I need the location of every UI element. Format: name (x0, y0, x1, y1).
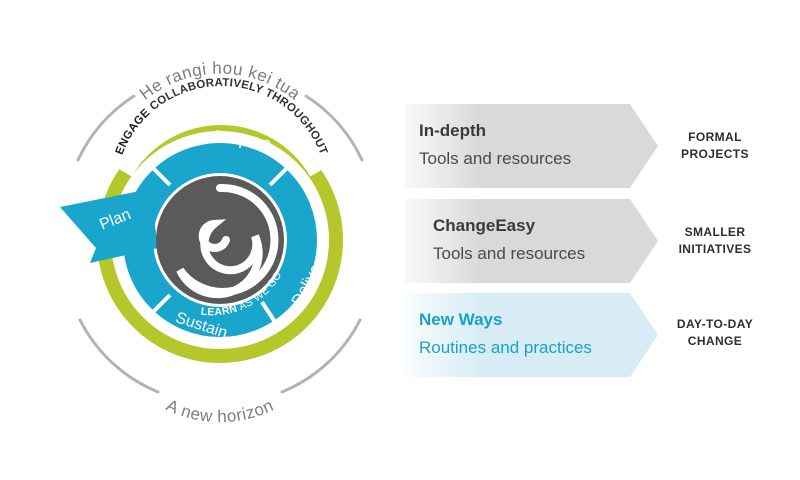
change-cycle-wheel: He rangi hou kei tua A new horizon ENGAG… (60, 59, 364, 427)
approach-in-depth: In-depth Tools and resources (405, 104, 660, 188)
approach-changeeasy: ChangeEasy Tools and resources (405, 199, 660, 283)
outer-arc-bottom-right (280, 318, 362, 394)
scale-label-day-to-day-change: DAY-TO-DAY CHANGE (660, 316, 770, 350)
scale-line-1: FORMAL (688, 130, 742, 144)
scale-line-2: PROJECTS (681, 147, 749, 161)
arrow-shape (405, 293, 658, 377)
approach-subtitle: Tools and resources (419, 149, 572, 168)
separator-deliver-sustain (260, 300, 277, 324)
scale-line-1: SMALLER (684, 225, 746, 239)
scale-line-2: INITIATIVES (678, 242, 752, 256)
approach-title: New Ways (419, 310, 503, 329)
separator-plan-prepare (151, 166, 172, 187)
separator-prepare-deliver (268, 166, 289, 187)
scale-label-formal-projects: FORMAL PROJECTS (660, 129, 770, 163)
scale-line-1: DAY-TO-DAY (676, 317, 754, 331)
outer-arc-bottom-left (78, 318, 160, 394)
outer-arc-top-right (304, 94, 364, 162)
approach-subtitle: Tools and resources (433, 244, 586, 263)
scale-label-smaller-initiatives: SMALLER INITIATIVES (660, 224, 770, 258)
outer-arc-top-left (76, 94, 136, 162)
koru-swirl-icon (176, 183, 279, 299)
engage-ring-label-backdrop (116, 107, 326, 177)
arrow-shape (405, 199, 658, 283)
plan-flag (60, 189, 158, 263)
approach-subtitle: Routines and practices (419, 338, 592, 357)
bottom-caption: A new horizon (164, 396, 277, 427)
separator-sustain-plan (151, 293, 172, 314)
arrow-shape (405, 104, 658, 188)
approach-new-ways: New Ways Routines and practices (405, 293, 660, 377)
approach-title: ChangeEasy (433, 216, 536, 235)
scale-line-2: CHANGE (687, 334, 743, 348)
approach-title: In-depth (419, 121, 487, 140)
